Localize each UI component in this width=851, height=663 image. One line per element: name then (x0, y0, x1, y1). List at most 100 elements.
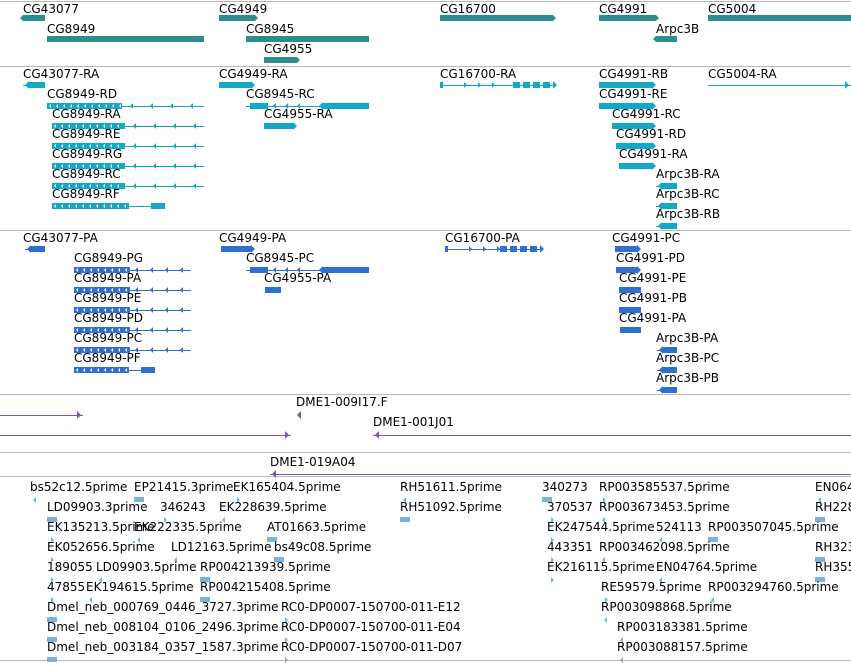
est-label[interactable]: EK135213.5prime (47, 520, 155, 534)
feature-label[interactable]: CG8945-RC (246, 87, 315, 101)
feature-label[interactable]: CG8949 (47, 22, 96, 36)
feature-label[interactable]: CG4991-RB (599, 67, 669, 81)
est-label[interactable]: Dmel_neb_008104_0106_2496.3prime (47, 620, 279, 634)
feature-label[interactable]: CG8945-PC (246, 251, 315, 265)
est-label[interactable]: RP003088157.5prime (617, 640, 748, 654)
feature-label[interactable]: CG4991-RD (616, 127, 687, 141)
est-label[interactable]: EK228639.5prime (219, 500, 327, 514)
est-label[interactable]: RC0-DP0007-150700-011-D07 (281, 640, 463, 654)
est-label[interactable]: EN04764.5prime (656, 560, 758, 574)
feature-label[interactable]: CG8949-PD (74, 311, 144, 325)
feature-label[interactable]: CG4991-PA (619, 311, 687, 325)
est-label[interactable]: EK052656.5prime (47, 540, 155, 554)
feature-label[interactable]: CG4991-PB (619, 291, 688, 305)
est-label[interactable]: RH228 (815, 500, 851, 514)
feature-label[interactable]: CG8949-PA (74, 271, 142, 285)
est-label[interactable]: 340273 (542, 480, 588, 494)
est-label[interactable]: Dmel_neb_000769_0446_3727.3prime (47, 600, 279, 614)
feature-label[interactable]: CG4991-PE (619, 271, 687, 285)
feature-label[interactable]: CG4991 (599, 2, 648, 16)
est-label[interactable]: EK222335.5prime (134, 520, 242, 534)
est-label[interactable]: EK194615.5prime (86, 580, 194, 594)
est-label[interactable]: RP003673453.5prime (599, 500, 730, 514)
feature-label[interactable]: CG8949-PF (74, 351, 141, 365)
feature-label[interactable]: Arpc3B-PA (656, 331, 719, 345)
feature-label[interactable]: CG16700-PA (445, 231, 520, 245)
feature-label[interactable]: CG8949-PE (74, 291, 142, 305)
est-label[interactable]: RP004213939.5prime (200, 560, 331, 574)
est-label[interactable]: RH51092.5prime (400, 500, 502, 514)
feature-label[interactable]: CG4955 (264, 42, 313, 56)
feature-label[interactable]: CG4955-PA (264, 271, 332, 285)
est-label[interactable]: EK165404.5prime (233, 480, 341, 494)
feature-label[interactable]: CG16700-RA (440, 67, 517, 81)
exon (250, 103, 268, 109)
feature-label[interactable]: Arpc3B-PB (656, 371, 720, 385)
est-label[interactable]: RE59579.5prime (601, 580, 702, 594)
est-label[interactable]: bs52c12.5prime (30, 480, 128, 494)
est-label[interactable]: RC0-DP0007-150700-011-E04 (281, 620, 461, 634)
feature-label[interactable]: CG4949-RA (219, 67, 288, 81)
feature-label[interactable]: CG8949-RC (52, 167, 121, 181)
feature-label[interactable]: CG4991-RC (612, 107, 681, 121)
feature-label[interactable]: CG43077-PA (23, 231, 98, 245)
est-label[interactable]: RH51611.5prime (400, 480, 502, 494)
est-label[interactable]: LD09903.3prime (47, 500, 148, 514)
est-label[interactable]: EK247544.5prime (547, 520, 655, 534)
feature-label[interactable]: CG5004 (708, 2, 757, 16)
est-label[interactable]: RH323 (815, 540, 851, 554)
feature-label[interactable]: CG4955-RA (264, 107, 333, 121)
feature-label[interactable]: CG4991-PC (612, 231, 681, 245)
feature-label[interactable]: CG5004-RA (708, 67, 777, 81)
est-label[interactable]: RC0-DP0007-150700-011-E12 (281, 600, 461, 614)
feature-label[interactable]: Arpc3B (656, 22, 700, 36)
est-label[interactable]: 370537 (547, 500, 593, 514)
est-label[interactable]: EK216115.5prime (547, 560, 655, 574)
feature-label[interactable]: Arpc3B-RB (656, 207, 721, 221)
est-label[interactable]: RP003294760.5prime (708, 580, 839, 594)
est-label[interactable]: 524113 (656, 520, 702, 534)
est-label[interactable]: 443351 (547, 540, 593, 554)
feature-label[interactable]: CG4991-RA (619, 147, 688, 161)
feature-label[interactable]: CG4991-PD (616, 251, 686, 265)
est-label[interactable]: RP003507045.5prime (708, 520, 839, 534)
feature-label[interactable]: DME1-009I17.F (296, 395, 388, 409)
est-label[interactable]: LD09903.5prime (96, 560, 197, 574)
feature-label[interactable]: Arpc3B-PC (656, 351, 720, 365)
est-label[interactable]: RP003462098.5prime (599, 540, 730, 554)
est-label[interactable]: 346243 (160, 500, 206, 514)
feature-label[interactable]: CG43077 (23, 2, 79, 16)
est-label[interactable]: Dmel_neb_003184_0357_1587.3prime (47, 640, 279, 654)
est-label[interactable]: LD12163.5prime (171, 540, 272, 554)
feature-label[interactable]: CG4949-PA (219, 231, 287, 245)
feature-label[interactable]: CG8949-RA (52, 107, 121, 121)
est-label[interactable]: EN064 (815, 480, 851, 494)
strand-arrow (656, 15, 659, 21)
feature-label[interactable]: CG8949-RE (52, 127, 121, 141)
feature-label[interactable]: Arpc3B-RC (656, 187, 720, 201)
feature-label[interactable]: DME1-019A04 (270, 455, 356, 469)
est-label[interactable]: RH355 (815, 560, 851, 574)
feature-label[interactable]: CG8945 (246, 22, 295, 36)
feature-label[interactable]: CG8949-RF (52, 187, 120, 201)
est-label[interactable]: RP003098868.5prime (601, 600, 732, 614)
est-label[interactable]: EP21415.3prime (134, 480, 234, 494)
feature-label[interactable]: CG8949-RD (47, 87, 118, 101)
feature-label[interactable]: CG8949-PC (74, 331, 143, 345)
est-label[interactable]: RP004215408.5prime (200, 580, 331, 594)
est-label[interactable]: RP003585537.5prime (599, 480, 730, 494)
feature-label[interactable]: CG8949-PG (74, 251, 144, 265)
feature-label[interactable]: CG4991-RE (599, 87, 668, 101)
feature-label[interactable]: CG16700 (440, 2, 496, 16)
exon (662, 203, 677, 209)
feature-label[interactable]: CG8949-RG (52, 147, 123, 161)
feature-label[interactable]: CG43077-RA (23, 67, 100, 81)
est-label[interactable]: RP003183381.5prime (617, 620, 748, 634)
est-label[interactable]: bs49c08.5prime (274, 540, 372, 554)
est-label[interactable]: 189055 (47, 560, 93, 574)
feature-label[interactable]: DME1-001J01 (373, 415, 454, 429)
feature-label[interactable]: Arpc3B-RA (656, 167, 720, 181)
feature-label[interactable]: CG4949 (219, 2, 268, 16)
est-label[interactable]: AT01663.5prime (267, 520, 367, 534)
est-label[interactable]: 47855 (47, 580, 86, 594)
